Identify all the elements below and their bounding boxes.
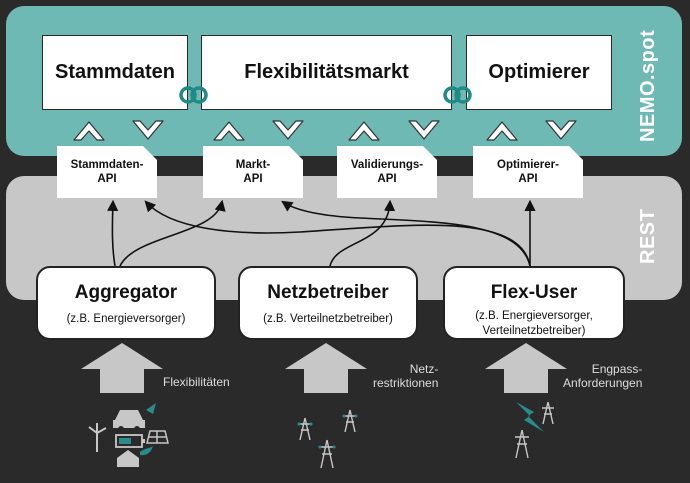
- chevron-up-icon: [213, 121, 245, 141]
- chevron-up-icon: [348, 121, 380, 141]
- module-optimierer: Optimierer: [466, 35, 612, 110]
- input-arrow-flexibilitaeten: [81, 343, 163, 393]
- input-arrow-engpass: [485, 343, 567, 393]
- actor-title: Aggregator: [74, 282, 178, 303]
- chevron-up-icon: [486, 121, 518, 141]
- link-icon: [443, 86, 472, 104]
- api-markt: Markt-API: [203, 146, 303, 198]
- chevron-up-icon: [73, 121, 105, 141]
- lightning-bolt-icon: [516, 402, 544, 432]
- chevron-down-icon: [132, 120, 164, 140]
- wind-turbine-icon: [88, 423, 107, 452]
- arrow-flexuser-markt: [281, 200, 531, 267]
- leaf-plug-icon: [146, 403, 156, 414]
- power-pylon-icon: [297, 417, 313, 441]
- api-stammdaten: Stammdaten-API: [57, 146, 157, 198]
- power-pylon-icon: [515, 429, 529, 459]
- actor-flex-user: Flex-User (z.B. Energieversorger,Verteil…: [443, 266, 625, 340]
- arrow-aggregator-markt: [119, 199, 226, 267]
- arrow-netzbetreiber-validierung: [329, 199, 396, 267]
- car-charging-icon: [113, 410, 145, 432]
- arrow-flexuser-stammdaten: [144, 200, 531, 267]
- actor-title: Flex-User: [490, 282, 578, 303]
- input-label-netzrestriktionen: Netz-restriktionen: [373, 362, 439, 390]
- power-pylon-icon: [318, 439, 336, 469]
- chevron-down-icon: [272, 120, 304, 140]
- module-stammdaten: Stammdaten: [42, 35, 188, 110]
- actor-netzbetreiber: Netzbetreiber (z.B. Verteilnetzbetreiber…: [238, 266, 418, 340]
- actor-subtitle: (z.B. Energieversorger,Verteilnetzbetrei…: [475, 310, 593, 337]
- actor-subtitle: (z.B. Verteilnetzbetreiber): [263, 313, 393, 325]
- chevron-down-icon: [408, 120, 440, 140]
- battery-icon: [115, 434, 145, 448]
- chevron-down-icon: [545, 120, 577, 140]
- actor-subtitle: (z.B. Energieversorger): [66, 313, 186, 325]
- power-pylon-icon: [542, 401, 554, 425]
- actor-aggregator: Aggregator (z.B. Energieversorger): [36, 266, 216, 340]
- api-validierung: Validierungs-API: [337, 146, 437, 198]
- api-optimierer: Optimierer-API: [473, 146, 583, 198]
- arrow-aggregator-stammdaten: [107, 199, 119, 267]
- solar-panel-icon: [146, 430, 169, 444]
- input-arrow-netzrestriktionen: [285, 343, 367, 393]
- input-label-flexibilitaeten: Flexibilitäten: [163, 375, 230, 389]
- house-leaf-icon: [117, 446, 153, 467]
- actor-title: Netzbetreiber: [267, 282, 389, 303]
- power-pylon-icon: [342, 409, 358, 433]
- module-flexibilitaetsmarkt: Flexibilitätsmarkt: [201, 35, 452, 110]
- link-icon: [179, 86, 208, 104]
- input-label-engpass: Engpass-Anforderungen: [563, 362, 643, 390]
